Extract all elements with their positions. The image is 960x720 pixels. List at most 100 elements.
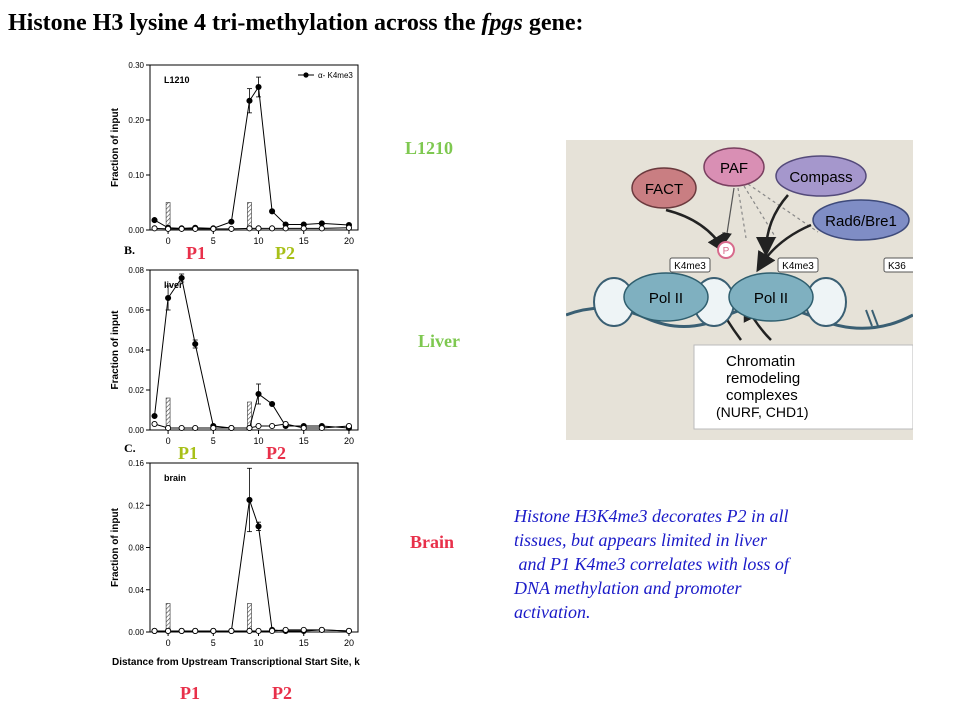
data-point-open xyxy=(165,424,172,432)
promoter-p1-brain: P1 xyxy=(180,683,200,703)
fact-complex xyxy=(631,167,697,209)
plot-frame xyxy=(149,269,359,431)
data-point-open xyxy=(255,225,262,232)
svg-text:K4me3: K4me3 xyxy=(674,261,706,272)
svg-text:K36: K36 xyxy=(888,261,906,272)
data-point-open xyxy=(255,627,262,634)
svg-text:Pol II: Pol II xyxy=(754,290,788,307)
x-tick-label: 20 xyxy=(344,436,354,446)
arrow-compass xyxy=(756,194,789,257)
promoter-p2-l1210: P2 xyxy=(275,243,295,263)
panel-label: brain xyxy=(164,473,186,483)
data-point-open xyxy=(318,626,325,633)
data-point-open xyxy=(269,627,276,634)
y-tick-label: 0.04 xyxy=(128,346,144,355)
gene-name: fpgs xyxy=(481,10,523,36)
data-point-open xyxy=(192,424,199,432)
page-title: Histone H3 lysine 4 tri-methylation acro… xyxy=(8,10,584,36)
data-point-open xyxy=(318,225,325,232)
data-point-filled xyxy=(246,97,253,104)
data-point-open xyxy=(151,420,158,428)
data-point-filled xyxy=(255,83,262,91)
pol-ii-1 xyxy=(623,272,709,322)
note-line: and P1 K4me3 correlates with loss of xyxy=(514,554,789,574)
promoter-p1-l1210: P1 xyxy=(186,243,206,263)
y-axis-label: Fraction of input xyxy=(110,310,121,390)
data-point-open xyxy=(345,224,353,231)
data-point-open xyxy=(345,422,353,430)
k4me3-tag-2 xyxy=(777,257,819,273)
arrow-paf-4 xyxy=(747,183,819,233)
data-point-filled xyxy=(255,523,262,530)
x-tick-label: 0 xyxy=(166,436,171,446)
plot-frame xyxy=(149,462,359,633)
svg-text:PAF: PAF xyxy=(720,160,748,177)
svg-text:FACT: FACT xyxy=(645,181,683,198)
data-point-open xyxy=(269,225,276,232)
data-point-open xyxy=(318,424,325,432)
data-point-open xyxy=(255,422,262,430)
x-tick-label: 10 xyxy=(254,236,264,246)
data-point-filled xyxy=(151,217,158,224)
data-point-filled xyxy=(246,496,253,504)
y-tick-label: 0.04 xyxy=(128,586,144,595)
note-line: tissues, but appears limited in liver xyxy=(514,530,767,550)
svg-text:Chromatin: Chromatin xyxy=(726,353,795,370)
data-point-open xyxy=(151,627,158,634)
data-point-open xyxy=(269,422,276,430)
data-point-open xyxy=(192,225,199,232)
data-point-filled xyxy=(269,400,276,408)
data-point-open xyxy=(178,424,185,432)
note-line: activation. xyxy=(514,602,591,622)
promoter-bar xyxy=(165,603,171,633)
data-point-filled xyxy=(269,208,276,215)
x-tick-label: 0 xyxy=(166,638,171,648)
data-point-open xyxy=(228,225,235,232)
svg-text:P: P xyxy=(723,246,730,257)
data-point-open xyxy=(246,627,253,634)
data-point-open xyxy=(210,424,217,432)
y-tick-label: 0.30 xyxy=(128,61,144,70)
x-tick-label: 5 xyxy=(211,236,216,246)
svg-text:Compass: Compass xyxy=(789,169,852,186)
data-point-open xyxy=(246,424,253,432)
arrow-paf-3 xyxy=(743,185,777,239)
data-point-filled xyxy=(178,274,185,282)
panel-letter-b: B. xyxy=(124,243,136,257)
rad6-complex xyxy=(812,199,910,241)
svg-text:K4me3: K4me3 xyxy=(782,261,814,272)
tissue-label-l1210: L1210 xyxy=(405,138,454,158)
pol-ii-2 xyxy=(728,272,814,322)
arrow-paf-1 xyxy=(722,187,735,243)
x-tick-label: 20 xyxy=(344,236,354,246)
y-tick-label: 0.08 xyxy=(128,266,144,275)
arrow-rad6 xyxy=(756,223,812,273)
x-tick-label: 10 xyxy=(254,436,264,446)
y-tick-label: 0.06 xyxy=(128,306,144,315)
x-tick-label: 5 xyxy=(211,436,216,446)
x-tick-label: 10 xyxy=(254,638,264,648)
panel-letter-c: C. xyxy=(124,441,136,455)
data-point-open xyxy=(300,626,307,633)
data-point-open xyxy=(228,627,235,634)
svg-text:Rad6/Bre1: Rad6/Bre1 xyxy=(825,213,897,230)
data-point-open xyxy=(345,627,353,634)
data-point-open xyxy=(192,627,199,634)
data-point-open xyxy=(151,225,158,232)
note-line: DNA methylation and promoter xyxy=(514,578,742,598)
tissue-label-liver: Liver xyxy=(418,331,460,351)
y-tick-label: 0.12 xyxy=(128,501,144,510)
legend-label: α- K4me3 xyxy=(318,71,353,80)
arrow-fact xyxy=(665,208,727,255)
y-tick-label: 0.16 xyxy=(128,459,144,468)
data-point-open xyxy=(300,424,307,432)
data-point-open xyxy=(210,225,217,232)
promoter-p2-brain: P2 xyxy=(272,683,292,703)
x-tick-label: 0 xyxy=(166,236,171,246)
data-point-open xyxy=(228,424,235,432)
x-tick-label: 20 xyxy=(344,638,354,648)
x-tick-label: 15 xyxy=(299,638,309,648)
note-line: Histone H3K4me3 decorates P2 in all xyxy=(514,506,789,526)
data-point-filled xyxy=(228,218,235,225)
